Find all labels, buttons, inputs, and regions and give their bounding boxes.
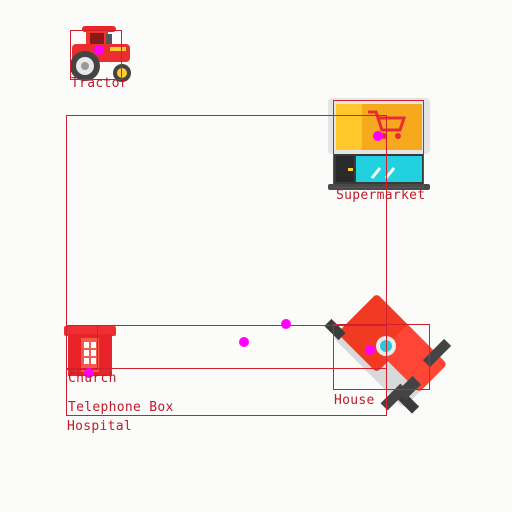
church-marker	[239, 337, 249, 347]
house-marker	[365, 345, 375, 355]
supermarket-bounding-box	[333, 100, 424, 188]
hospital-marker	[281, 319, 291, 329]
supermarket-label: Supermarket	[336, 188, 426, 203]
tractor-label: Tractor	[71, 76, 128, 91]
telephone-box-marker	[84, 368, 94, 378]
house-bounding-box	[333, 324, 430, 390]
telephone-box-label: Telephone Box	[68, 400, 174, 415]
hospital-label: Hospital	[67, 419, 133, 434]
house-label: House	[334, 393, 375, 408]
supermarket-marker	[373, 131, 383, 141]
tractor-marker	[94, 45, 104, 55]
tractor-bounding-box	[70, 30, 122, 80]
church-bounding-box	[66, 115, 387, 369]
hospital-bounding-box	[66, 325, 387, 416]
church-label: Church	[68, 371, 117, 386]
